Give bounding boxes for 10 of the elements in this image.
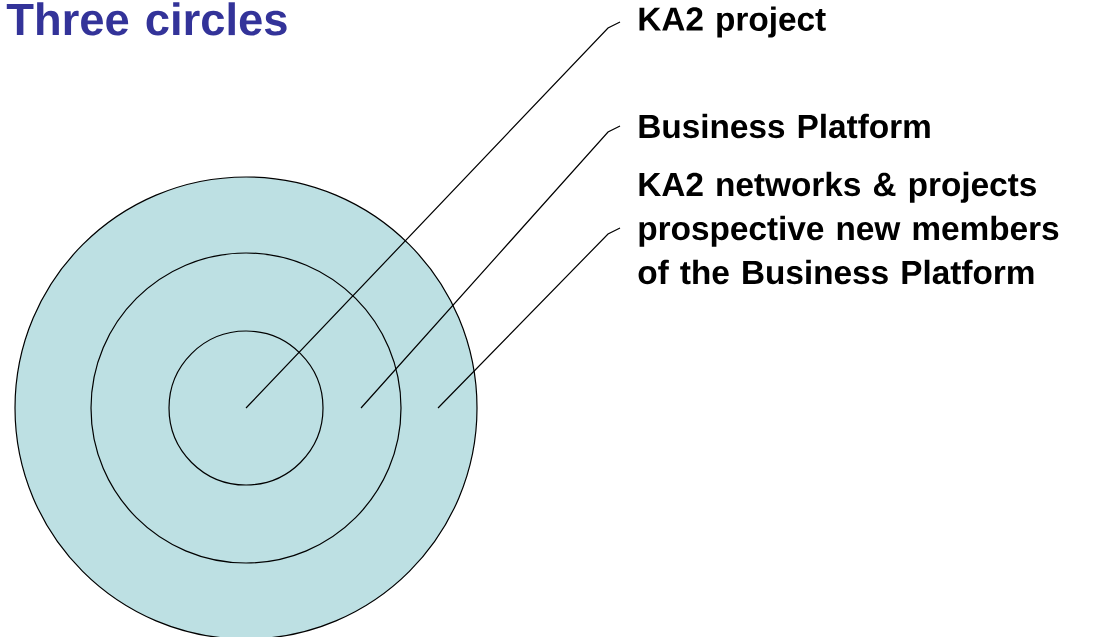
leader-line (360, 125, 621, 409)
label: Business Platform (639, 113, 930, 139)
leader-line (437, 227, 621, 409)
circle (168, 330, 324, 486)
label: KA2 networks & projects prospective new members of the Business Platform (638, 171, 1059, 285)
circle (14, 176, 478, 637)
label: KA2 project (639, 6, 826, 38)
leader-line (245, 21, 621, 409)
title: Three circles (6, 2, 287, 36)
circle (90, 252, 402, 564)
